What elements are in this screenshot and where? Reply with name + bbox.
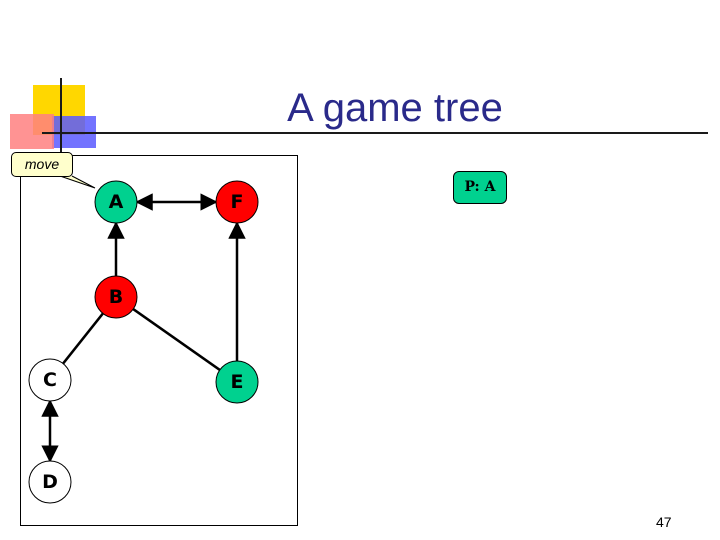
title-rule	[42, 132, 708, 134]
node-b: B	[94, 275, 138, 319]
node-label: E	[231, 371, 244, 393]
node-a: A	[94, 180, 138, 224]
node-c: C	[28, 358, 72, 402]
move-callout: move	[11, 152, 73, 177]
node-label: F	[231, 191, 244, 213]
node-f: F	[215, 180, 259, 224]
edge-b-e	[132, 308, 221, 371]
node-circle	[94, 275, 138, 319]
node-circle	[215, 180, 259, 224]
node-circle	[28, 460, 72, 504]
diagram-frame	[20, 155, 298, 526]
edge-b-c	[62, 312, 104, 365]
node-circle	[28, 358, 72, 402]
node-label: D	[42, 471, 58, 493]
node-label: A	[109, 191, 124, 213]
node-circle	[215, 360, 259, 404]
page-number: 47	[656, 514, 672, 530]
deco-vertical-line	[60, 78, 62, 156]
node-e: E	[215, 360, 259, 404]
node-label: B	[109, 286, 123, 308]
node-label: C	[43, 369, 57, 391]
node-d: D	[28, 460, 72, 504]
slide-title: A game tree	[287, 86, 503, 130]
node-circle	[94, 180, 138, 224]
deco-pink-square	[10, 114, 54, 149]
player-indicator: P: A	[453, 171, 507, 204]
